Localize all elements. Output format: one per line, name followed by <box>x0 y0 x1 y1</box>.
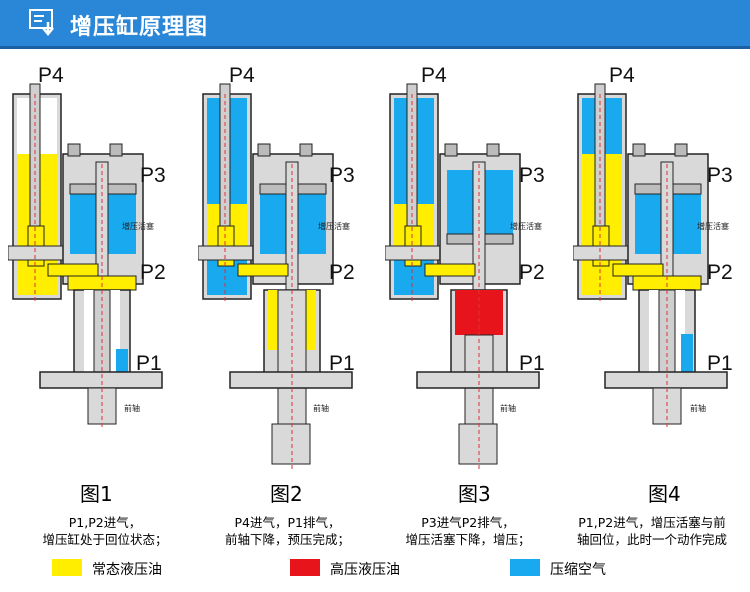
port-label-p2: P2 <box>329 261 355 284</box>
port-label-p3: P3 <box>707 164 733 187</box>
port-label-p1: P1 <box>707 352 733 375</box>
port-label-p4: P4 <box>609 64 635 87</box>
figure-2-desc-line1: P4进气，P1排气， <box>234 515 341 530</box>
figure-1-diagram <box>7 54 178 474</box>
figure-3-desc-line1: P3进气P2排气， <box>421 515 515 530</box>
label-booster-piston: 增压活塞 <box>122 222 154 231</box>
figure-1-label: 图1 <box>80 482 113 506</box>
label-front-shaft: 前轴 <box>500 404 516 413</box>
figure-4-diagram <box>572 54 743 474</box>
figure-2-desc-line2: 前轴下降，预压完成； <box>224 532 350 547</box>
port-label-p3: P3 <box>519 164 545 187</box>
legend-label-high-pressure-oil: 高压液压油 <box>330 562 400 578</box>
label-booster-piston: 增压活塞 <box>510 222 542 231</box>
label-front-shaft: 前轴 <box>124 404 140 413</box>
figure-3-diagram <box>384 54 555 474</box>
port-label-p2: P2 <box>519 261 545 284</box>
port-label-p2: P2 <box>707 261 733 284</box>
figure-2-description: P4进气，P1排气， 前轴下降，预压完成； <box>205 514 370 548</box>
figure-1-description: P1,P2进气， 增压缸处于回位状态； <box>20 514 190 548</box>
port-label-p3: P3 <box>329 164 355 187</box>
cylinder-drawing-2 <box>197 83 353 469</box>
page-title: 增压缸原理图 <box>70 15 209 40</box>
figure-4-desc-line2: 轴回位，此时一个动作完成 <box>576 532 727 547</box>
cylinder-drawing-4 <box>572 83 728 429</box>
figure-1-desc-line1: P1,P2进气， <box>68 515 142 530</box>
label-front-shaft: 前轴 <box>690 404 706 413</box>
figure-4-desc-line1: P1,P2进气，增压活塞与前 <box>578 515 726 530</box>
legend-label-normal-oil: 常态液压油 <box>92 562 162 578</box>
label-front-shaft: 前轴 <box>313 404 329 413</box>
legend-label-compressed-air: 压缩空气 <box>550 562 606 578</box>
header-underline <box>0 46 750 49</box>
figure-3-label: 图3 <box>458 482 491 506</box>
header-bar <box>0 0 750 46</box>
label-booster-piston: 增压活塞 <box>697 222 729 231</box>
figure-4-description: P1,P2进气，增压活塞与前 轴回位，此时一个动作完成 <box>558 514 746 548</box>
figure-1-desc-line2: 增压缸处于回位状态； <box>42 532 168 547</box>
figure-3-desc-line2: 增压活塞下降，增压； <box>405 532 531 547</box>
figure-3-description: P3进气P2排气， 增压活塞下降，增压； <box>383 514 553 548</box>
port-label-p4: P4 <box>229 64 255 87</box>
port-label-p2: P2 <box>140 261 166 284</box>
port-label-p1: P1 <box>519 352 545 375</box>
figure-4-label: 图4 <box>648 482 681 506</box>
port-label-p1: P1 <box>329 352 355 375</box>
port-label-p1: P1 <box>136 352 162 375</box>
figure-2-label: 图2 <box>270 482 303 506</box>
legend-swatch-normal-oil <box>52 559 82 576</box>
legend-swatch-high-pressure-oil <box>290 559 320 576</box>
document-download-icon <box>29 9 54 36</box>
cylinder-drawing-3 <box>384 83 540 469</box>
legend-swatch-compressed-air <box>510 559 540 576</box>
port-label-p4: P4 <box>421 64 447 87</box>
port-label-p3: P3 <box>140 164 166 187</box>
figure-2-diagram <box>197 54 368 474</box>
port-label-p4: P4 <box>38 64 64 87</box>
cylinder-drawing-1 <box>7 83 163 429</box>
label-booster-piston: 增压活塞 <box>318 222 350 231</box>
